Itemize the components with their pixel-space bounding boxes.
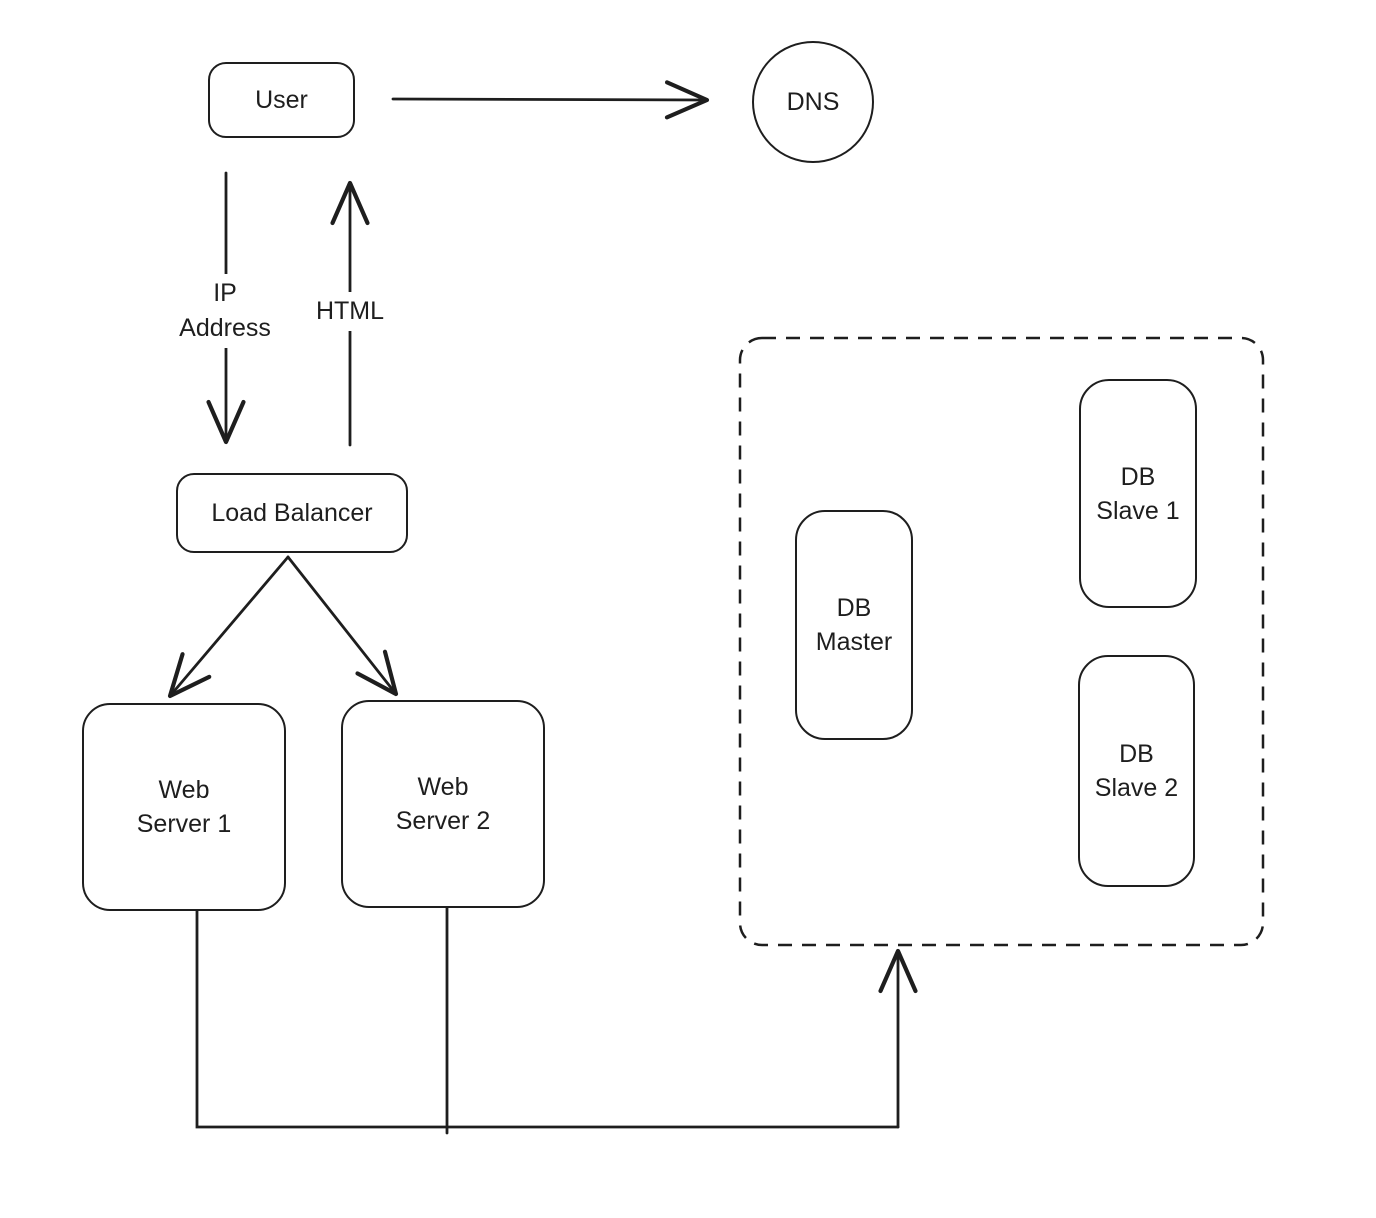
node-dns-label: DNS	[786, 88, 840, 116]
edge-label-ip-address-line1: IP	[213, 279, 237, 307]
node-db-master-label-line1: DB	[836, 594, 872, 622]
node-web-server-2: Web Server 2	[341, 700, 545, 908]
node-web-server-1: Web Server 1	[82, 703, 286, 911]
node-user: User	[208, 62, 355, 138]
db-cluster-boundary	[738, 336, 1265, 947]
node-web-server-1-label-line2: Server 1	[136, 810, 232, 838]
node-db-slave-2: DB Slave 2	[1078, 655, 1195, 887]
node-db-master: DB Master	[795, 510, 913, 740]
edge-label-ip-address-line2: Address	[179, 314, 271, 342]
node-db-slave-1: DB Slave 1	[1079, 379, 1197, 608]
node-user-label: User	[255, 86, 308, 114]
edge-loadbalancer-to-webserver1	[167, 555, 290, 699]
node-load-balancer: Load Balancer	[176, 473, 408, 553]
edge-label-ip-address: IP Address	[164, 274, 286, 348]
edge-webserver1-bus	[195, 909, 900, 1129]
edge-loadbalancer-to-webserver2	[286, 555, 399, 697]
node-web-server-1-label-line1: Web	[158, 776, 210, 804]
node-db-slave-2-label-line2: Slave 2	[1094, 774, 1179, 802]
node-db-slave-1-label-line2: Slave 1	[1096, 496, 1180, 525]
edge-user-to-dns	[391, 80, 710, 120]
node-db-slave-2-label-line1: DB	[1119, 740, 1154, 768]
node-web-server-2-label-line1: Web	[417, 773, 469, 801]
node-db-master-label-line2: Master	[815, 628, 893, 656]
node-load-balancer-label: Load Balancer	[211, 499, 373, 527]
edge-label-html-text: HTML	[315, 297, 385, 325]
node-db-slave-1-label-line1: DB	[1120, 462, 1156, 491]
node-web-server-2-label-line2: Server 2	[395, 807, 491, 835]
node-dns: DNS	[752, 41, 874, 163]
edge-label-html: HTML	[302, 292, 398, 331]
